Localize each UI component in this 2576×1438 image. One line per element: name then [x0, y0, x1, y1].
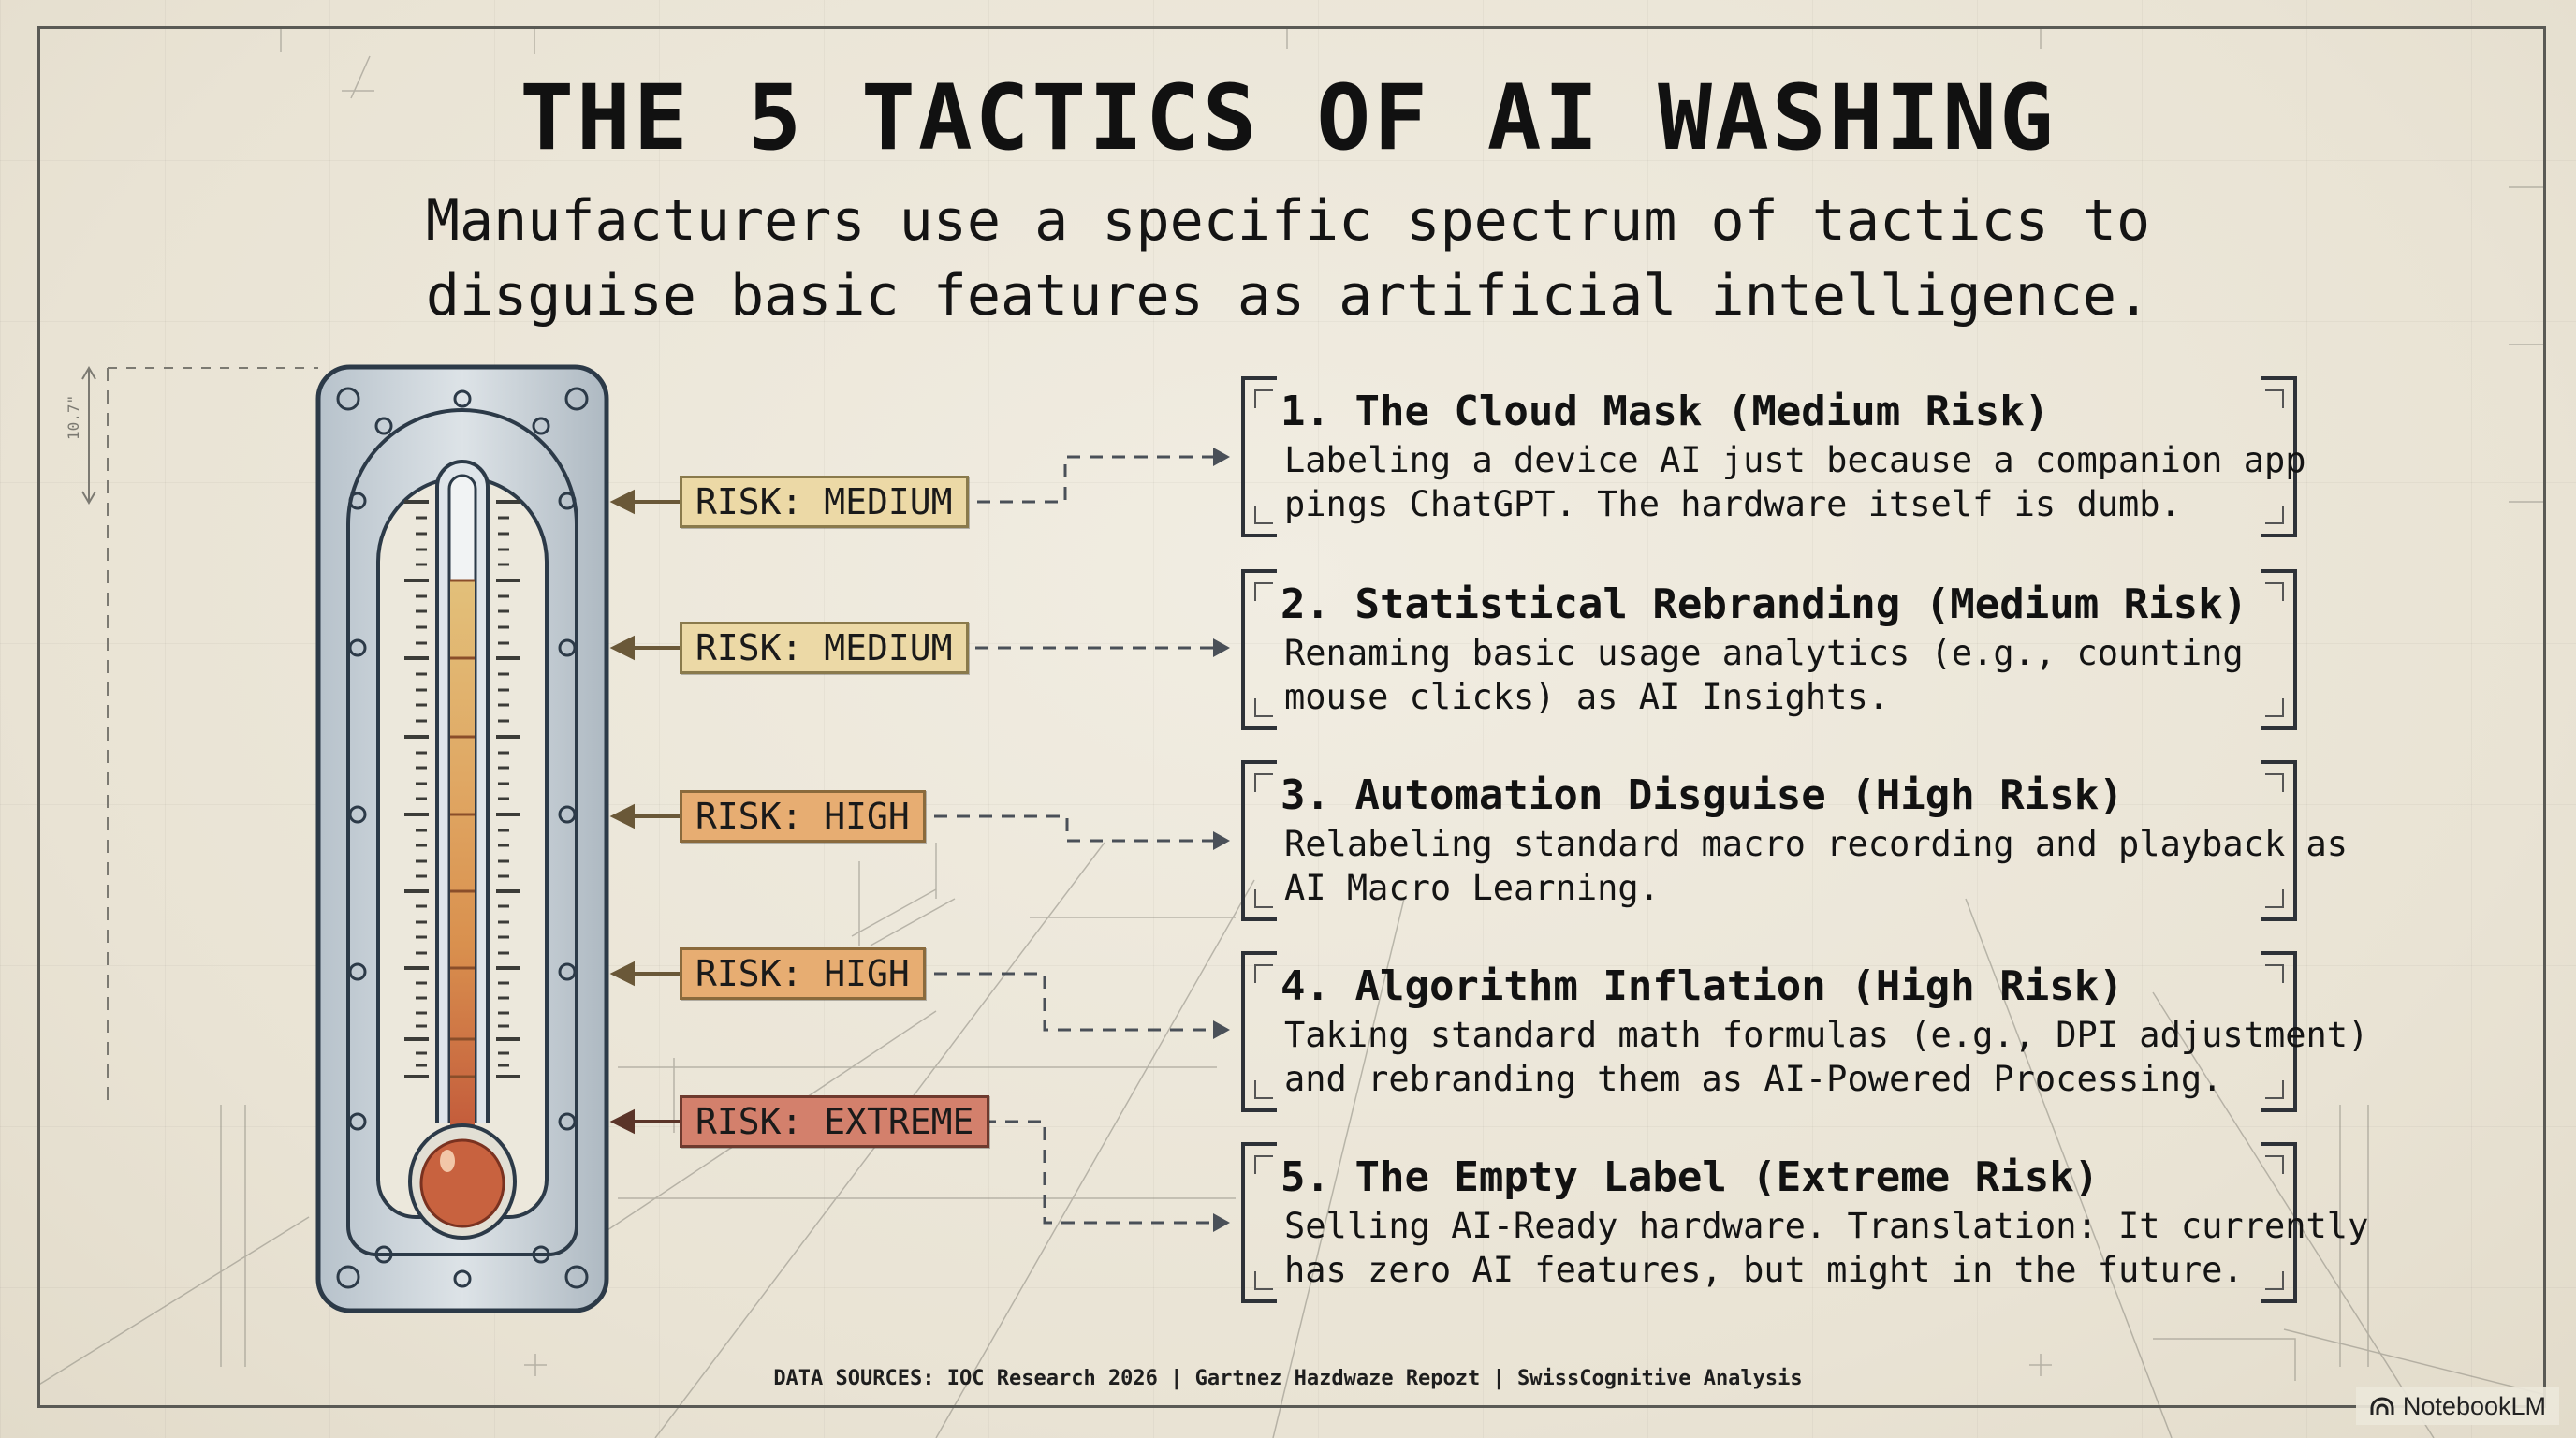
- dimension-label: 10.7": [65, 395, 82, 440]
- corner-mark: [2265, 1155, 2284, 1174]
- data-sources-footer: DATA SOURCES: IOC Research 2026 | Gartne…: [773, 1367, 1803, 1390]
- risk-tag-high-2: RISK: HIGH: [680, 947, 926, 1000]
- right-bracket: [2261, 569, 2297, 730]
- tactic-title: 4. Algorithm Inflation (High Risk): [1281, 962, 2124, 1010]
- right-bracket: [2261, 760, 2297, 921]
- corner-mark: [2265, 889, 2284, 908]
- corner-mark: [2265, 506, 2284, 524]
- tactic-card-4: 4. Algorithm Inflation (High Risk) Takin…: [1241, 951, 2368, 1112]
- notebooklm-watermark: NotebookLM: [2355, 1387, 2559, 1425]
- right-bracket: [2261, 376, 2297, 537]
- risk-tag-high-1: RISK: HIGH: [680, 790, 926, 843]
- corner-mark: [2265, 582, 2284, 601]
- subtitle-line-2: disguise basic features as artificial in…: [425, 263, 2151, 329]
- risk-tag-medium-2: RISK: MEDIUM: [680, 622, 969, 674]
- corner-mark: [2265, 389, 2284, 408]
- corner-mark: [1254, 964, 1273, 983]
- right-bracket: [2261, 951, 2297, 1112]
- left-bracket: [1241, 1142, 1277, 1303]
- corner-mark: [2265, 773, 2284, 792]
- page-subtitle: Manufacturers use a specific spectrum of…: [0, 183, 2576, 333]
- corner-mark: [2265, 698, 2284, 717]
- corner-mark: [1254, 1080, 1273, 1099]
- right-bracket: [2261, 1142, 2297, 1303]
- corner-mark: [1254, 389, 1273, 408]
- tactic-card-2: 2. Statistical Rebranding (Medium Risk) …: [1241, 569, 2297, 730]
- tactic-description: Relabeling standard macro recording and …: [1284, 824, 2349, 908]
- corner-mark: [1254, 889, 1273, 908]
- corner-mark: [1254, 582, 1273, 601]
- notebooklm-logo-icon: [2370, 1397, 2394, 1415]
- tactic-card-3: 3. Automation Disguise (High Risk) Relab…: [1241, 760, 2348, 921]
- corner-mark: [1254, 1155, 1273, 1174]
- corner-mark: [1254, 506, 1273, 524]
- tactic-description: Renaming basic usage analytics (e.g., co…: [1284, 633, 2244, 717]
- page-title: THE 5 TACTICS OF AI WASHING: [520, 66, 2056, 170]
- tactic-title: 3. Automation Disguise (High Risk): [1281, 771, 2124, 819]
- tactic-card-1: 1. The Cloud Mask (Medium Risk) Labeling…: [1241, 376, 2306, 537]
- tactic-title: 5. The Empty Label (Extreme Risk): [1281, 1153, 2100, 1201]
- left-bracket: [1241, 760, 1277, 921]
- corner-mark: [1254, 1271, 1273, 1290]
- corner-mark: [1254, 773, 1273, 792]
- tactic-description: Labeling a device AI just because a comp…: [1284, 440, 2306, 524]
- corner-mark: [1254, 698, 1273, 717]
- tactic-title: 2. Statistical Rebranding (Medium Risk): [1281, 580, 2248, 628]
- tactic-description: Selling AI-Ready hardware. Translation: …: [1284, 1206, 2369, 1290]
- tactic-description: Taking standard math formulas (e.g., DPI…: [1284, 1015, 2369, 1099]
- corner-mark: [2265, 964, 2284, 983]
- left-bracket: [1241, 951, 1277, 1112]
- risk-tag-medium-1: RISK: MEDIUM: [680, 476, 969, 528]
- blueprint-frame: [37, 26, 2546, 1408]
- left-bracket: [1241, 376, 1277, 537]
- left-bracket: [1241, 569, 1277, 730]
- tactic-title: 1. The Cloud Mask (Medium Risk): [1281, 388, 2050, 435]
- subtitle-line-1: Manufacturers use a specific spectrum of…: [425, 188, 2151, 254]
- risk-tag-extreme: RISK: EXTREME: [680, 1095, 990, 1148]
- corner-mark: [2265, 1080, 2284, 1099]
- tactic-card-5: 5. The Empty Label (Extreme Risk) Sellin…: [1241, 1142, 2368, 1303]
- corner-mark: [2265, 1271, 2284, 1290]
- watermark-label: NotebookLM: [2402, 1392, 2546, 1420]
